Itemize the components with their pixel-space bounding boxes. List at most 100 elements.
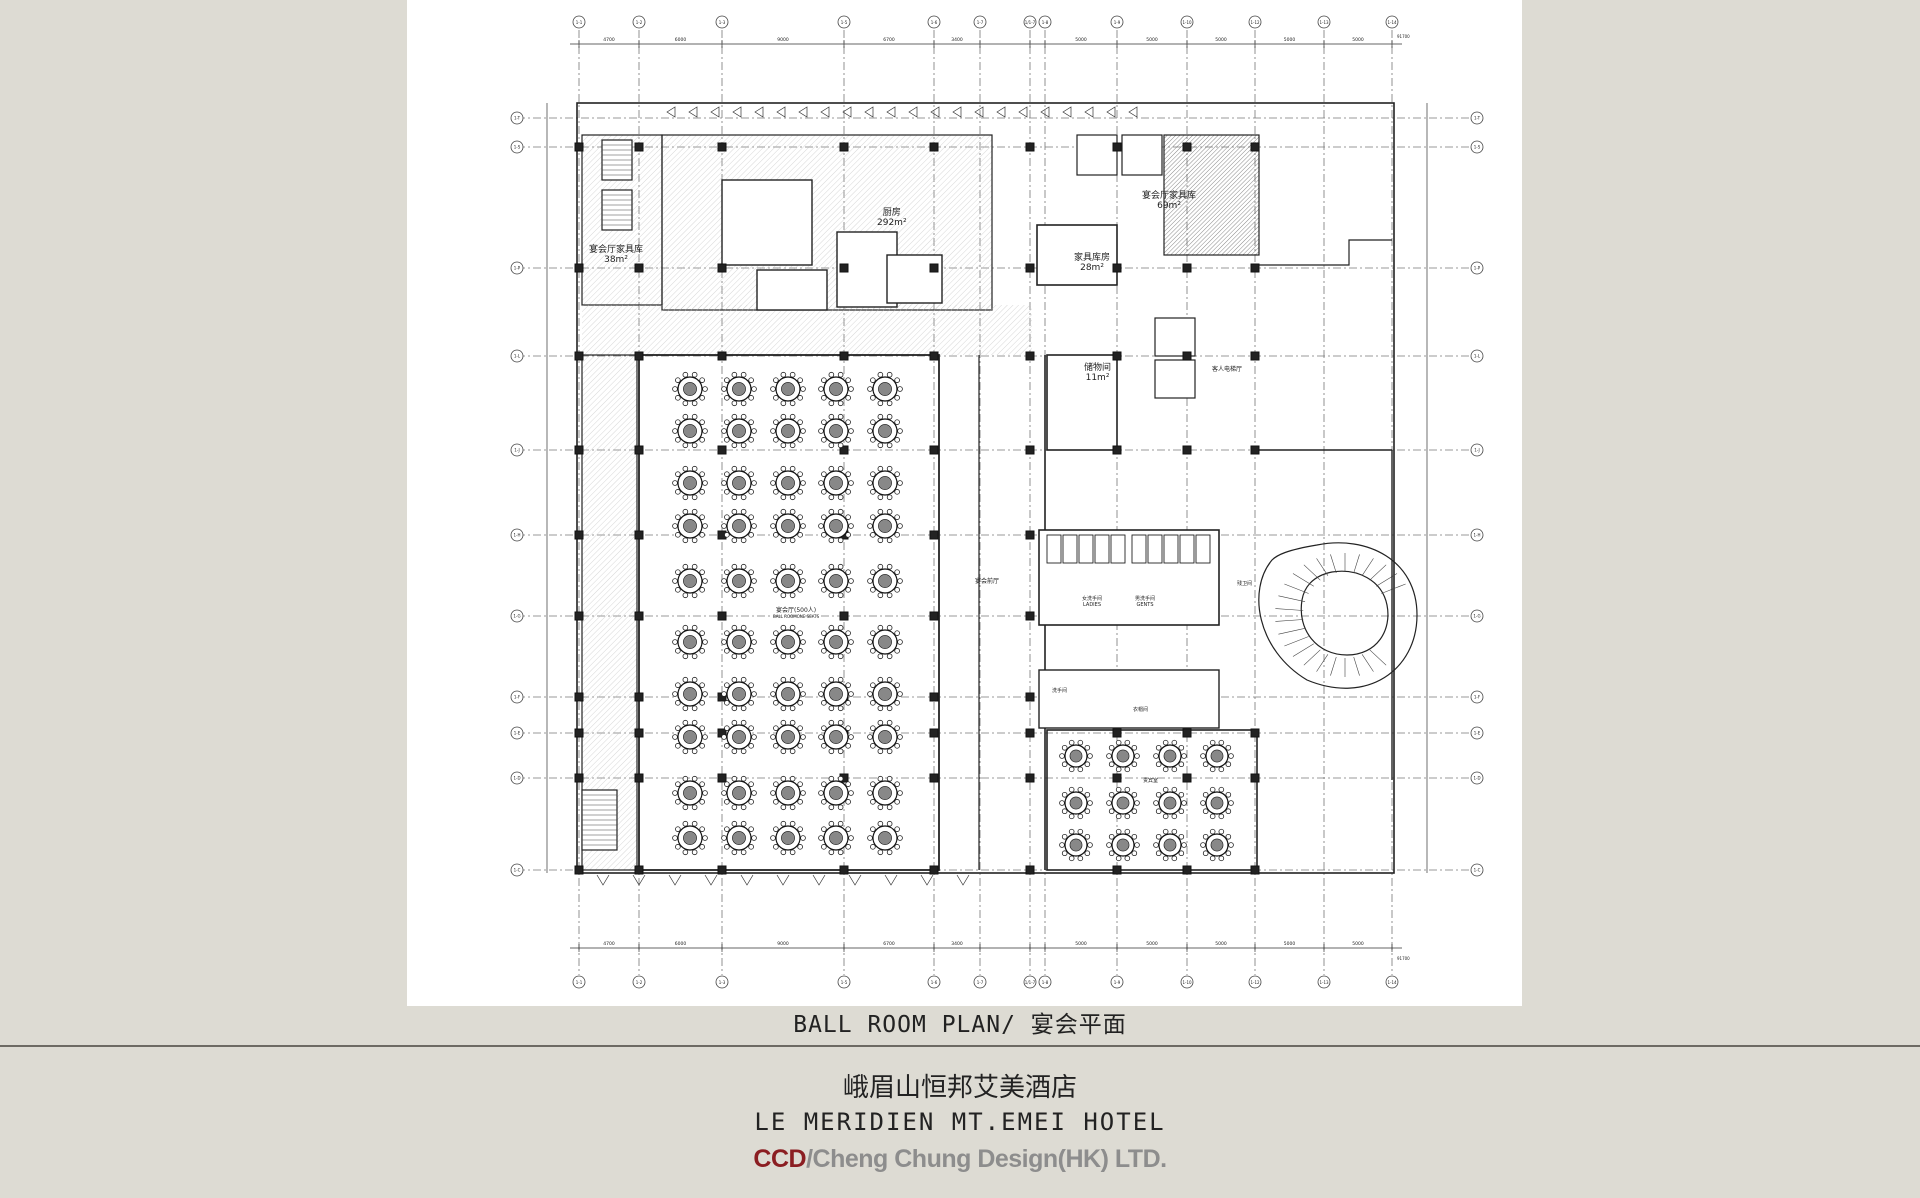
grid-bubble-left [510, 863, 524, 877]
chair [797, 377, 803, 383]
table-center [829, 687, 843, 701]
vip-table [1200, 786, 1234, 820]
chair [789, 748, 796, 755]
chair [821, 844, 827, 850]
chair [724, 826, 730, 832]
banquet-table [867, 508, 903, 544]
chair [1155, 744, 1162, 751]
chair [837, 820, 844, 827]
chair [886, 849, 893, 856]
column [1182, 773, 1192, 783]
banquet-table [672, 371, 708, 407]
chair [1171, 766, 1178, 773]
table-center [732, 574, 746, 588]
chair [699, 799, 705, 805]
column [574, 530, 584, 540]
spiral-tread [1353, 656, 1360, 676]
chair [1068, 739, 1075, 746]
chair [821, 725, 827, 731]
chair [845, 395, 851, 401]
chair [1162, 739, 1169, 746]
column [1250, 351, 1260, 361]
table-center [732, 786, 746, 800]
chair [682, 537, 689, 544]
table-center [781, 424, 795, 438]
chair [828, 748, 835, 755]
table-center [1163, 796, 1177, 810]
chair [1218, 766, 1225, 773]
chair [675, 648, 681, 654]
column [574, 445, 584, 455]
chair [740, 653, 747, 660]
chair [894, 648, 900, 654]
chair [1077, 766, 1084, 773]
column [1182, 351, 1192, 361]
grid-label-bottom: 1/1-7 [1025, 980, 1036, 985]
chair [780, 820, 787, 827]
chair [828, 719, 835, 726]
chair [894, 743, 900, 749]
chair [682, 592, 689, 599]
grid-label-top: 1-5 [841, 20, 848, 25]
chair [1225, 833, 1232, 840]
column [929, 530, 939, 540]
chair [886, 820, 893, 827]
chair [691, 400, 698, 407]
chair [845, 587, 851, 593]
chair [748, 743, 754, 749]
wc-cubicle [1195, 534, 1211, 564]
chair [789, 719, 796, 726]
chair [828, 465, 835, 472]
banquet-table [818, 563, 854, 599]
chair [1124, 813, 1131, 820]
chair [1115, 739, 1122, 746]
chair [740, 400, 747, 407]
spiral-tread [1369, 564, 1387, 581]
chair [699, 471, 705, 477]
grid-label-top: 1-10 [1182, 20, 1192, 25]
table-center [829, 831, 843, 845]
chair [682, 653, 689, 660]
chair [748, 471, 754, 477]
chair [731, 719, 738, 726]
chair [870, 489, 876, 495]
chair [1209, 813, 1216, 820]
table-center [683, 519, 697, 533]
table-center [683, 786, 697, 800]
dimension-value: 5000 [1284, 37, 1296, 43]
chair [691, 494, 698, 501]
chair [845, 489, 851, 495]
column [929, 728, 939, 738]
chair [682, 400, 689, 407]
chair [789, 465, 796, 472]
washroom-block [1038, 529, 1220, 626]
chair [1131, 761, 1138, 768]
chair [1084, 808, 1091, 815]
chair [837, 775, 844, 782]
chair [870, 700, 876, 706]
table-center [683, 635, 697, 649]
dimension-total: 91700 [1397, 34, 1410, 39]
chair [740, 775, 747, 782]
chair [748, 419, 754, 425]
chair [886, 624, 893, 631]
facade-fin [668, 874, 682, 886]
chair [1202, 833, 1209, 840]
banquet-table [867, 775, 903, 811]
service-corridor [582, 305, 1032, 355]
grid-bubble-left [510, 111, 524, 125]
table-center [781, 730, 795, 744]
chair [886, 804, 893, 811]
facade-fin [884, 874, 898, 886]
chair [894, 587, 900, 593]
grid-label-bottom: 1-14 [1387, 980, 1397, 985]
column [574, 263, 584, 273]
grid-label-top: 1-13 [1319, 20, 1329, 25]
cloakroom-label: 衣帽间 [1133, 707, 1149, 713]
chair [1124, 828, 1131, 835]
chair [731, 563, 738, 570]
vip-table [1200, 739, 1234, 773]
chair [1068, 828, 1075, 835]
chair [731, 537, 738, 544]
